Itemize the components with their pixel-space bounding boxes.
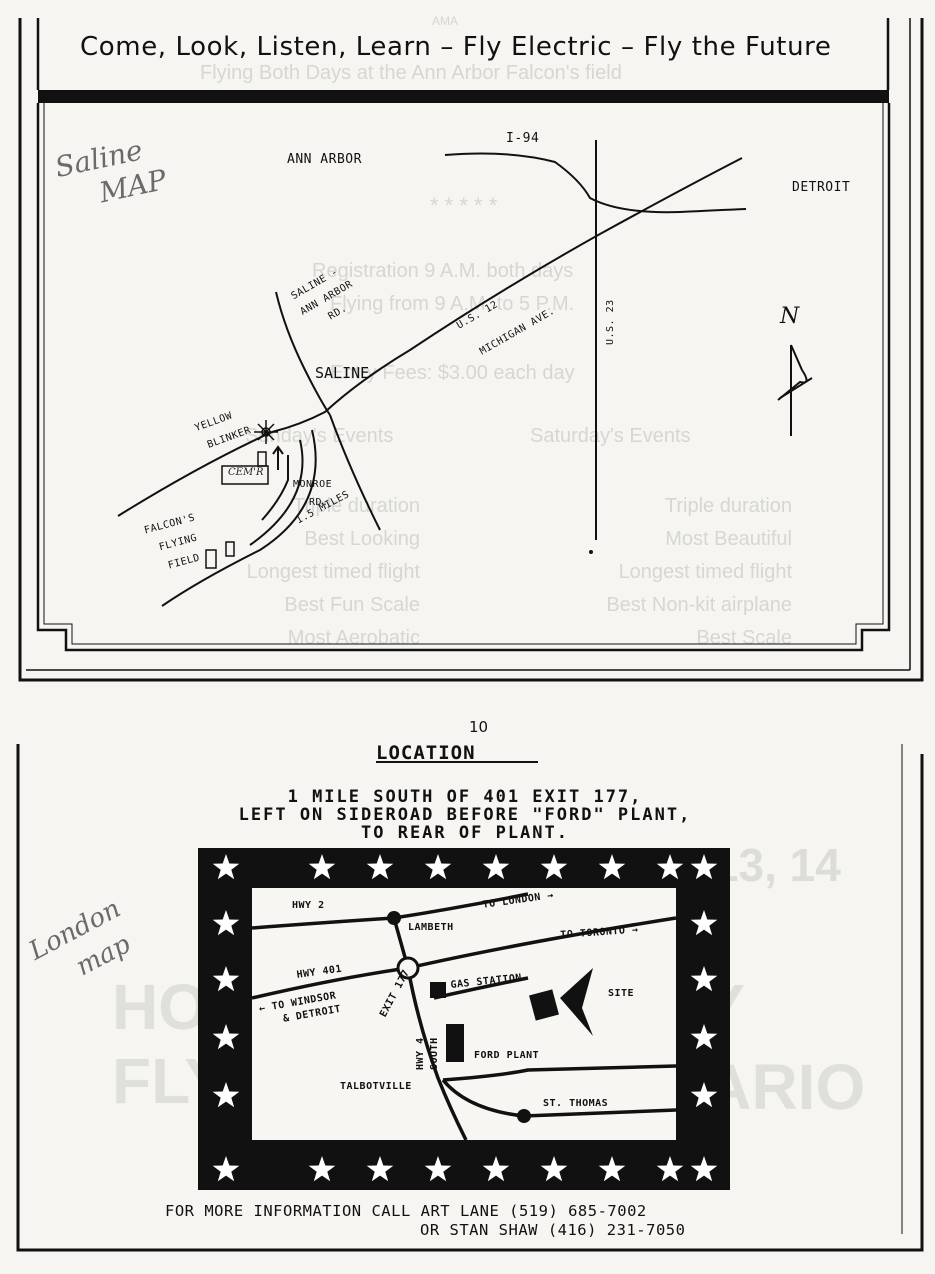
label-line: MONROE: [293, 479, 333, 490]
arrow-north: [272, 445, 284, 470]
north-arrow-icon: [777, 344, 813, 436]
cemetery-box: [221, 465, 269, 485]
field-building: [205, 549, 217, 569]
directions-line: TO REAR OF PLANT.: [361, 823, 569, 843]
page-number: 10: [469, 718, 489, 736]
label-line: HWY 4: [415, 1037, 426, 1070]
field-building: [225, 541, 235, 557]
road-monroe-inner: [249, 439, 304, 546]
ghost-sun-item: Best Fun Scale: [284, 594, 420, 616]
interchange-401: [396, 956, 420, 980]
ghost-sat-item: Triple duration: [664, 495, 792, 517]
ghost-saturday-heading: Saturday's Events: [530, 425, 691, 447]
site-arrow-icon: [560, 968, 593, 1036]
ghost-flying-hours: Flying from 9 A.M. to 5 P.M.: [330, 293, 575, 315]
road-west: [117, 431, 273, 517]
ghost-sun-item: Triple duration: [292, 495, 420, 517]
label-north: N: [780, 304, 800, 329]
contact-line: FOR MORE INFORMATION CALL ART LANE (519)…: [165, 1202, 647, 1220]
road-saline-ann-arbor: [275, 291, 331, 416]
label-st-thomas: ST. THOMAS: [543, 1098, 609, 1109]
contact-line: OR STAN SHAW (416) 231-7050: [420, 1221, 686, 1239]
label-detroit: DETROIT: [792, 180, 851, 195]
label-line: RD.: [309, 497, 329, 508]
ghost-sat-item: Most Beautiful: [665, 528, 792, 550]
road-st-thomas: [442, 1064, 677, 1082]
ghost-sun-item: Best Looking: [304, 528, 420, 550]
road-hwy4: [392, 917, 468, 1141]
gas-station-icon: [430, 982, 446, 998]
label-ann-arbor: ANN ARBOR: [287, 152, 362, 167]
directions-line: LEFT ON SIDEROAD BEFORE "FORD" PLANT,: [238, 805, 692, 825]
road-monroe: [161, 429, 317, 607]
label-i94: I-94: [506, 131, 540, 146]
london-flyer-frame: [16, 744, 924, 1252]
ghost-entry-fees: Entry Fees: $3.00 each day: [330, 362, 575, 384]
saline-flyer-frame: [18, 18, 924, 682]
cemetery-mark: [257, 451, 267, 467]
label-cemetery: CEM'R: [228, 467, 264, 478]
ghost-flying-days: Flying Both Days at the Ann Arbor Falcon…: [200, 62, 622, 84]
site-building: [529, 989, 559, 1021]
saline-road-map: [117, 140, 813, 607]
label-us23: U.S. 23: [605, 299, 616, 345]
ghost-stars: * * * * *: [430, 193, 498, 218]
label-hwy4-south: HWY 4 SOUTH: [414, 1037, 442, 1070]
label-monroe-rd: MONROE RD. 1.5 MILES: [293, 476, 352, 532]
location-heading: LOCATION: [376, 742, 476, 764]
label-talbotville: TALBOTVILLE: [340, 1081, 412, 1092]
road-i94: [444, 152, 747, 214]
label-hwy2: HWY 2: [292, 900, 325, 911]
contact-info: FOR MORE INFORMATION CALL ART LANE (519)…: [165, 1202, 685, 1240]
road-st-thomas-south: [441, 1078, 677, 1118]
label-lambeth: LAMBETH: [408, 922, 454, 933]
road-hwy401: [251, 916, 677, 1000]
directions-line: 1 MILE SOUTH OF 401 EXIT 177,: [287, 787, 643, 807]
road-us12: [271, 157, 743, 433]
label-saline: SALINE: [315, 364, 370, 382]
ghost-registration: Registration 9 A.M. both days: [312, 260, 574, 282]
flyer-slogan: Come, Look, Listen, Learn – Fly Electric…: [80, 32, 832, 62]
ghost-sat-item: Best Non-kit airplane: [606, 594, 792, 616]
ford-plant-icon: [446, 1024, 464, 1062]
label-line: SOUTH: [429, 1037, 440, 1070]
road-monroe-south: [329, 414, 381, 531]
ghost-ama: AMA: [432, 14, 459, 28]
blinker-icon: [254, 420, 278, 444]
directions-block: 1 MILE SOUTH OF 401 EXIT 177, LEFT ON SI…: [80, 788, 850, 842]
ghost-sat-item: Longest timed flight: [618, 561, 792, 583]
ghost-sunday-list: Triple duration Best Looking Longest tim…: [200, 490, 420, 655]
ghost-sunday-heading: Sunday's Events: [245, 425, 394, 447]
road-drive: [261, 455, 289, 521]
lambeth-node: [387, 911, 401, 925]
label-ford-plant: FORD PLANT: [474, 1050, 540, 1061]
london-road-map: [198, 848, 730, 1190]
ghost-sun-item: Longest timed flight: [246, 561, 420, 583]
label-site: SITE: [608, 988, 635, 999]
map-dot: [589, 550, 593, 554]
